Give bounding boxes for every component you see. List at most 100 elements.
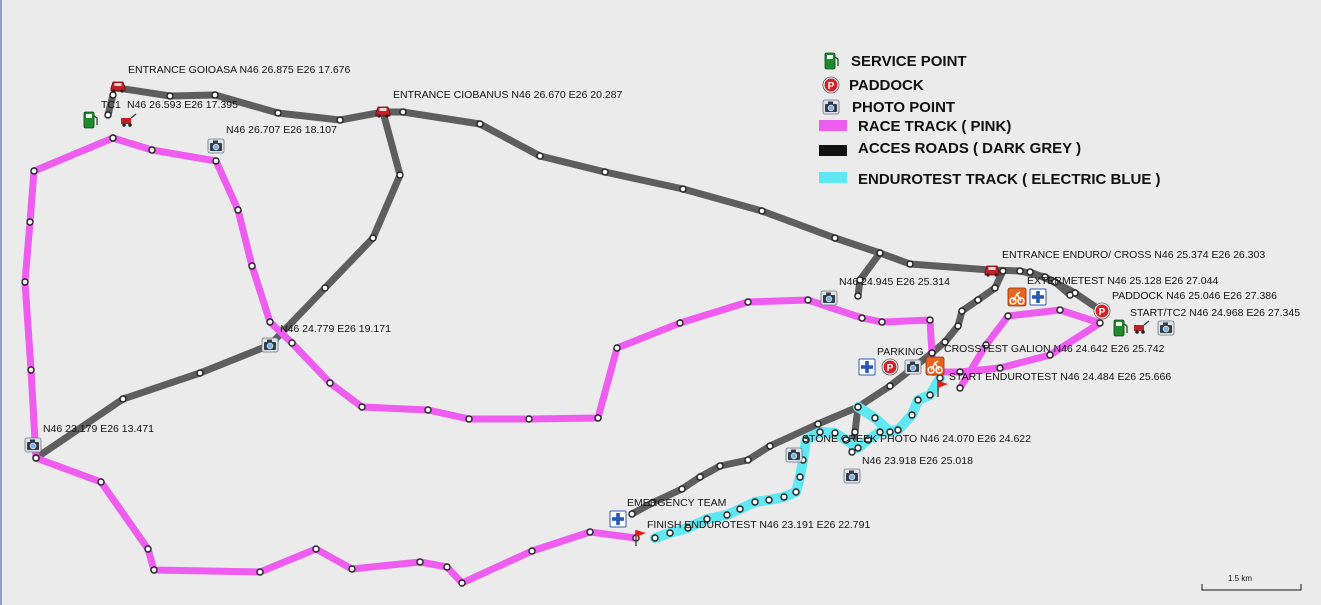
paddock-east-icon[interactable] [1093, 302, 1111, 320]
race-track-segment-1-waypoint [312, 545, 320, 553]
label-entrance-ciobanus: ENTRANCE CIOBANUS N46 26.670 E26 20.287 [393, 89, 623, 101]
access-road-0-waypoint [679, 185, 687, 193]
access-road-0-waypoint [399, 108, 407, 116]
access-road-3-waypoint [854, 292, 862, 300]
label-finish-endurotest: FINISH ENDUROTEST N46 23.191 E26 22.791 [647, 519, 870, 531]
endurotest-segment-0-waypoint [876, 428, 884, 436]
legend-access-roads: ACCES ROADS ( DARK GREY ) [858, 140, 1081, 157]
race-track-segment-1-waypoint [458, 579, 466, 587]
race-track-segment-1-waypoint [528, 547, 536, 555]
access-road-0-waypoint [758, 207, 766, 215]
access-road-0-waypoint [906, 260, 914, 268]
endurotest-segment-0-waypoint [842, 436, 850, 444]
entrance-enduro-marker[interactable] [984, 265, 1000, 278]
race-track-segment-1-waypoint [27, 366, 35, 374]
access-road-0-waypoint [166, 92, 174, 100]
access-road-2 [32, 108, 404, 462]
stone-creek-camera-icon[interactable] [785, 447, 803, 463]
access-road-5-waypoint [1066, 291, 1074, 299]
legend-photo-point: PHOTO POINT [852, 99, 955, 116]
access-road-0-waypoint [831, 234, 839, 242]
endurotest-segment-1-waypoint [871, 414, 879, 422]
parking-paddock-icon[interactable] [881, 358, 899, 376]
label-tc1-coords: N46 26.593 E26 17.395 [127, 99, 238, 111]
race-track-segment-1-waypoint [443, 563, 451, 571]
photo-point-ne-icon[interactable] [820, 290, 838, 306]
endurotest-segment-0-waypoint [703, 515, 711, 523]
photo-point-1-icon[interactable] [207, 138, 225, 154]
access-road-0-waypoint [274, 109, 282, 117]
start-tc2-camera-icon[interactable] [1157, 320, 1175, 336]
endurotest-segment-0-waypoint [780, 493, 788, 501]
access-road-4-waypoint [974, 296, 982, 304]
extremetest-medic-icon[interactable] [1029, 288, 1047, 306]
tc1-fuel-icon[interactable] [83, 111, 98, 129]
tc1-tow-icon[interactable] [120, 113, 137, 128]
parking-medic-icon[interactable] [858, 358, 876, 376]
access-road-6-waypoint [678, 485, 686, 493]
photo-point-center-icon[interactable] [261, 337, 279, 353]
race-track-segment-1-waypoint [26, 218, 34, 226]
race-track-segment-1-waypoint [109, 134, 117, 142]
race-track-segment-0-waypoint [424, 406, 432, 414]
race-track-segment-0-waypoint [148, 146, 156, 154]
emergency-medic-icon[interactable] [609, 510, 627, 528]
scale-label: 1.5 km [1228, 574, 1252, 583]
race-track-segment-1-waypoint [144, 545, 152, 553]
race-track-segment-0-waypoint [982, 341, 990, 349]
start-tc2-fuel-icon[interactable] [1113, 319, 1128, 337]
label-photo-1: N46 26.707 E26 18.107 [226, 124, 337, 136]
access-road-4-waypoint [954, 322, 962, 330]
access-road-2-waypoint [369, 234, 377, 242]
crosstest-moto-icon[interactable] [925, 356, 945, 376]
endurotest-segment-0-waypoint [651, 534, 659, 542]
race-track-segment-1-waypoint [30, 167, 38, 175]
race-track-segment-0-waypoint [594, 414, 602, 422]
endurotest-segment-0-waypoint [796, 473, 804, 481]
access-road-4-waypoint [999, 267, 1007, 275]
scale-bar: 1.5 km [1201, 574, 1302, 591]
start-tc2-tow-icon[interactable] [1133, 320, 1150, 335]
race-track-segment-1-waypoint [21, 278, 29, 286]
start-endurotest-flag-icon[interactable] [937, 380, 949, 398]
extremetest-moto-icon[interactable] [1007, 287, 1027, 307]
entrance-ciobanus-marker[interactable] [375, 106, 391, 119]
race-track-segment-0-waypoint [212, 157, 220, 165]
race-track-segment-0-waypoint [676, 319, 684, 327]
endurotest-segment-0-waypoint [816, 428, 824, 436]
access-road-3 [854, 249, 884, 300]
photo-point-sc2-icon[interactable] [843, 468, 861, 484]
race-track-segment-0-waypoint [234, 206, 242, 214]
access-road-3-waypoint [876, 249, 884, 257]
label-tc1: TC1 [101, 99, 121, 111]
label-emergency: EMERGENCY TEAM [627, 497, 726, 509]
race-track-segment-0-waypoint [996, 364, 1004, 372]
legend-race-track: RACE TRACK ( PINK) [858, 118, 1011, 135]
race-track-segment-0-waypoint [326, 379, 334, 387]
access-road-6-waypoint [886, 382, 894, 390]
access-road-6-waypoint [628, 510, 636, 518]
race-track-segment-0-waypoint [288, 339, 296, 347]
label-paddock-east: PADDOCK N46 25.046 E26 27.386 [1112, 290, 1277, 302]
race-track-segment-0-waypoint [858, 314, 866, 322]
endurotest-segment-0-waypoint [926, 391, 934, 399]
endurotest-segment-0-waypoint [765, 496, 773, 504]
race-track-segment-0-waypoint [613, 344, 621, 352]
label-photo-ne: N46 24.945 E26 25.314 [839, 276, 950, 288]
access-road-7-waypoint [851, 428, 859, 436]
endurotest-segment-0-waypoint [854, 444, 862, 452]
label-extremetest: EXTERMETEST N46 25.128 E26 27.044 [1027, 275, 1218, 287]
access-road-4-waypoint [991, 284, 999, 292]
entrance-goioasa-marker[interactable] [110, 81, 126, 94]
parking-camera-icon[interactable] [904, 359, 922, 375]
race-track-segment-0-waypoint [358, 403, 366, 411]
label-entrance-enduro: ENTRANCE ENDURO/ CROSS N46 25.374 E26 26… [1002, 249, 1265, 261]
label-start-tc2: START/TC2 N46 24.968 E26 27.345 [1130, 307, 1300, 319]
photo-point-west-icon[interactable] [24, 437, 42, 453]
access-road-0 [114, 84, 1104, 314]
race-track-segment-1-waypoint [150, 566, 158, 574]
camera-icon [822, 99, 840, 115]
access-road-3-waypoint [856, 276, 864, 284]
label-entrance-goioasa: ENTRANCE GOIOASA N46 26.875 E26 17.676 [128, 64, 351, 76]
